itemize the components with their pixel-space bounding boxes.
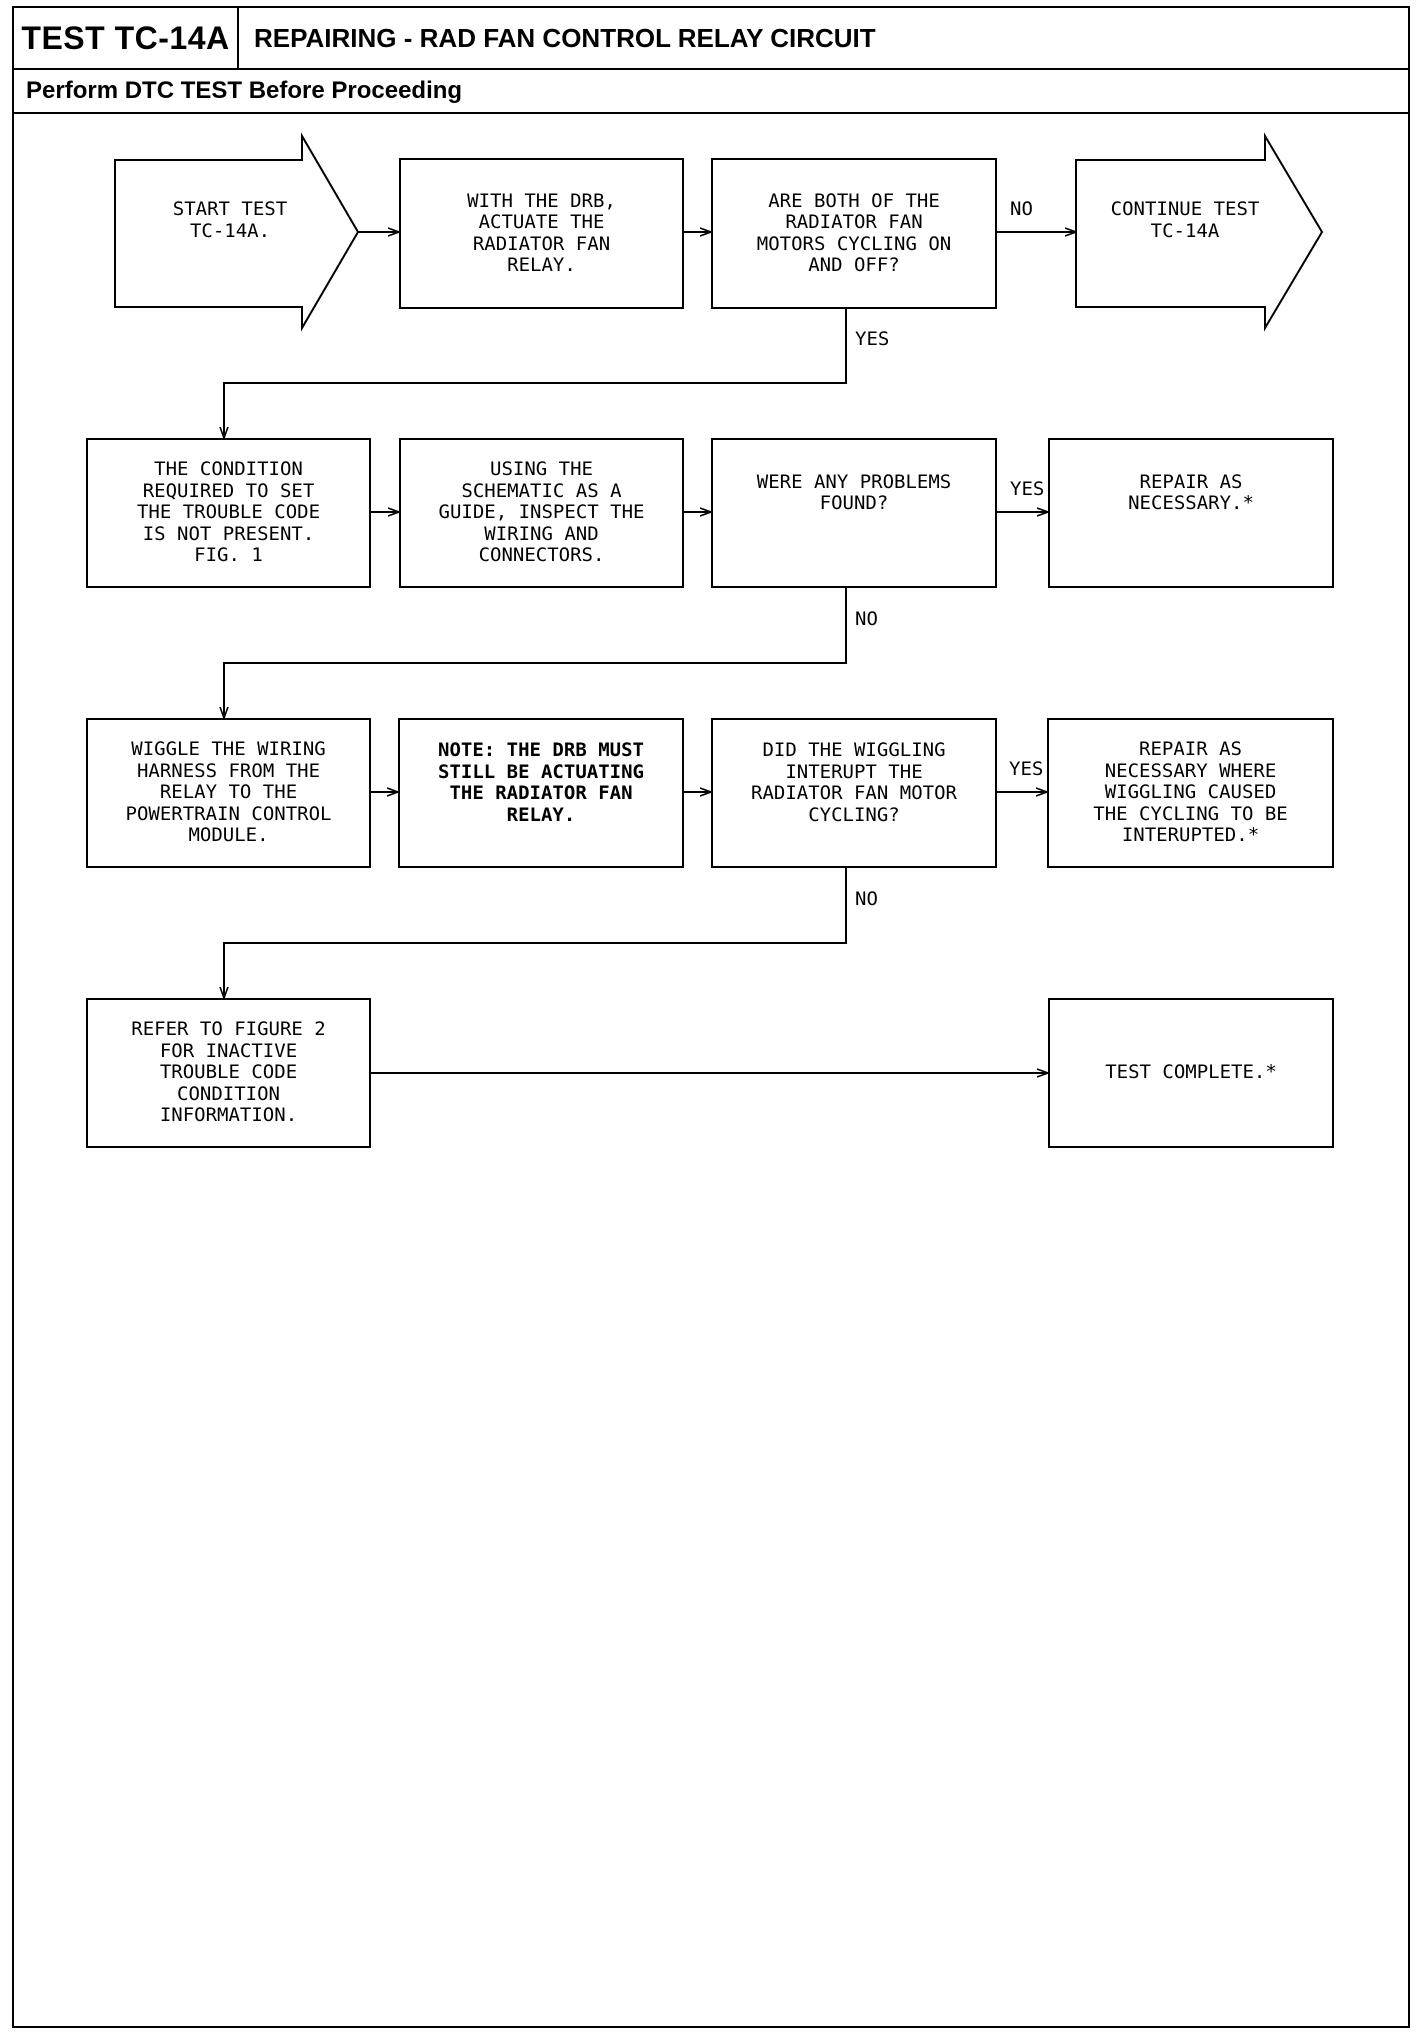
actuate-relay-box: WITH THE DRB, ACTUATE THE RADIATOR FAN R…: [399, 158, 684, 309]
page-title: REPAIRING - RAD FAN CONTROL RELAY CIRCUI…: [254, 22, 876, 53]
repair-wiggling-text: REPAIR AS NECESSARY WHERE WIGGLING CAUSE…: [1093, 738, 1288, 847]
refer-figure2-box: REFER TO FIGURE 2 FOR INACTIVE TROUBLE C…: [86, 998, 371, 1148]
no-label-row3: NO: [855, 888, 878, 910]
continue-test-label: CONTINUE TEST TC-14A: [1110, 198, 1260, 242]
wiggle-harness-text: WIGGLE THE WIRING HARNESS FROM THE RELAY…: [125, 738, 332, 847]
test-id-label: TEST TC-14A: [14, 8, 239, 68]
page-subtitle: Perform DTC TEST Before Proceeding: [26, 77, 463, 104]
inspect-wiring-text: USING THE SCHEMATIC AS A GUIDE, INSPECT …: [438, 458, 645, 567]
repair-wiggling-box: REPAIR AS NECESSARY WHERE WIGGLING CAUSE…: [1047, 718, 1334, 868]
problems-question-text: WERE ANY PROBLEMS FOUND?: [756, 470, 952, 514]
yes-label-row1: YES: [855, 328, 890, 350]
yes-label-row2: YES: [1010, 478, 1045, 500]
repair-necessary-box: REPAIR AS NECESSARY.*: [1048, 438, 1334, 588]
condition-not-present-text: THE CONDITION REQUIRED TO SET THE TROUBL…: [136, 458, 321, 567]
condition-not-present-box: THE CONDITION REQUIRED TO SET THE TROUBL…: [86, 438, 371, 588]
start-test-label: START TEST TC-14A.: [172, 198, 288, 242]
continue-arrow-shape: [1075, 132, 1324, 332]
no-label-row2: NO: [855, 608, 878, 630]
problems-question-box: WERE ANY PROBLEMS FOUND?: [711, 438, 997, 588]
page-frame: TEST TC-14A REPAIRING - RAD FAN CONTROL …: [12, 6, 1410, 2028]
note-drb-box: NOTE: THE DRB MUST STILL BE ACTUATING TH…: [398, 718, 684, 868]
subheader-bar: Perform DTC TEST Before Proceeding: [14, 70, 1408, 114]
test-complete-box: TEST COMPLETE.*: [1048, 998, 1334, 1148]
no-label-row1: NO: [1010, 198, 1033, 220]
actuate-relay-text: WITH THE DRB, ACTUATE THE RADIATOR FAN R…: [467, 189, 616, 276]
repair-necessary-text: REPAIR AS NECESSARY.*: [1128, 470, 1254, 514]
test-complete-text: TEST COMPLETE.*: [1105, 1061, 1277, 1084]
inspect-wiring-box: USING THE SCHEMATIC AS A GUIDE, INSPECT …: [399, 438, 684, 588]
cycling-question-text: ARE BOTH OF THE RADIATOR FAN MOTORS CYCL…: [756, 189, 952, 276]
note-drb-text: NOTE: THE DRB MUST STILL BE ACTUATING TH…: [438, 739, 644, 826]
wiggle-question-text: DID THE WIGGLING INTERUPT THE RADIATOR F…: [751, 739, 957, 826]
refer-figure2-text: REFER TO FIGURE 2 FOR INACTIVE TROUBLE C…: [131, 1018, 326, 1127]
start-arrow-shape: [114, 132, 360, 332]
wiggle-question-box: DID THE WIGGLING INTERUPT THE RADIATOR F…: [711, 718, 997, 868]
cycling-question-box: ARE BOTH OF THE RADIATOR FAN MOTORS CYCL…: [711, 158, 997, 309]
yes-label-row3: YES: [1009, 758, 1044, 780]
wiggle-harness-box: WIGGLE THE WIRING HARNESS FROM THE RELAY…: [86, 718, 371, 868]
header-bar: TEST TC-14A REPAIRING - RAD FAN CONTROL …: [14, 8, 1408, 70]
